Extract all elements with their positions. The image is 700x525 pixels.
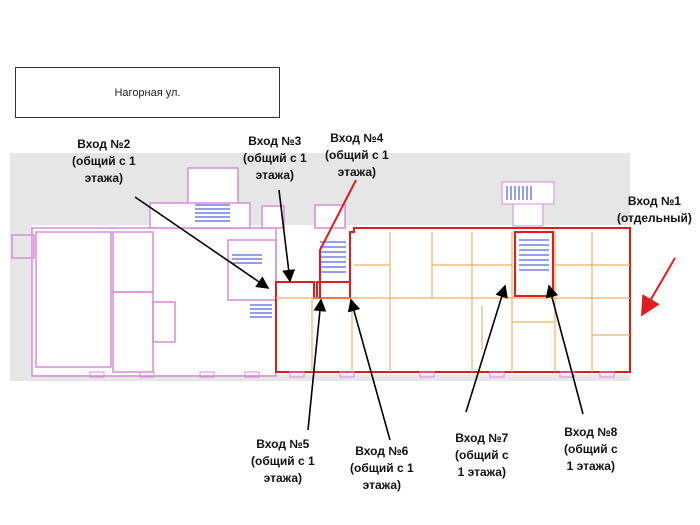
pointer-entrance-7: [465, 284, 508, 413]
entrance-7-label: Вход №7 (общий с 1 этажа): [455, 431, 509, 479]
top-stair-box: [501, 181, 555, 227]
pointer-entrance-5: [307, 298, 327, 431]
pointer-entrance-6: [347, 298, 391, 441]
entrance-1-label: Вход №1 (отдельный): [617, 194, 692, 225]
entrance-8-label: Вход №8 (общий с 1 этажа): [564, 425, 618, 473]
left-annex: [11, 167, 346, 377]
pointer-entrance-1: [640, 257, 676, 317]
pointer-entrance-3: [278, 189, 296, 283]
pointer-entrance-2: [134, 196, 270, 289]
entrance-4-label: Вход №4 (общий с 1 этажа): [325, 131, 389, 179]
interior-walls: [276, 232, 630, 372]
street-label-box: Нагорная ул.: [15, 67, 280, 118]
entrance-3-label: Вход №3 (общий с 1 этажа): [243, 134, 307, 182]
stairs-left: [195, 204, 272, 318]
pointer-entrance-8: [545, 284, 584, 415]
entrance-6-label: Вход №6 (общий с 1 этажа): [350, 444, 414, 492]
windows: [89, 371, 615, 378]
entrance-2-label: Вход №2 (общий с 1 этажа): [72, 137, 136, 185]
entrance-pointers: [134, 189, 584, 441]
street-label: Нагорная ул.: [114, 86, 181, 99]
pointer-entrance-4: [319, 179, 357, 298]
entrance-5-label: Вход №5 (общий с 1 этажа): [251, 437, 315, 485]
